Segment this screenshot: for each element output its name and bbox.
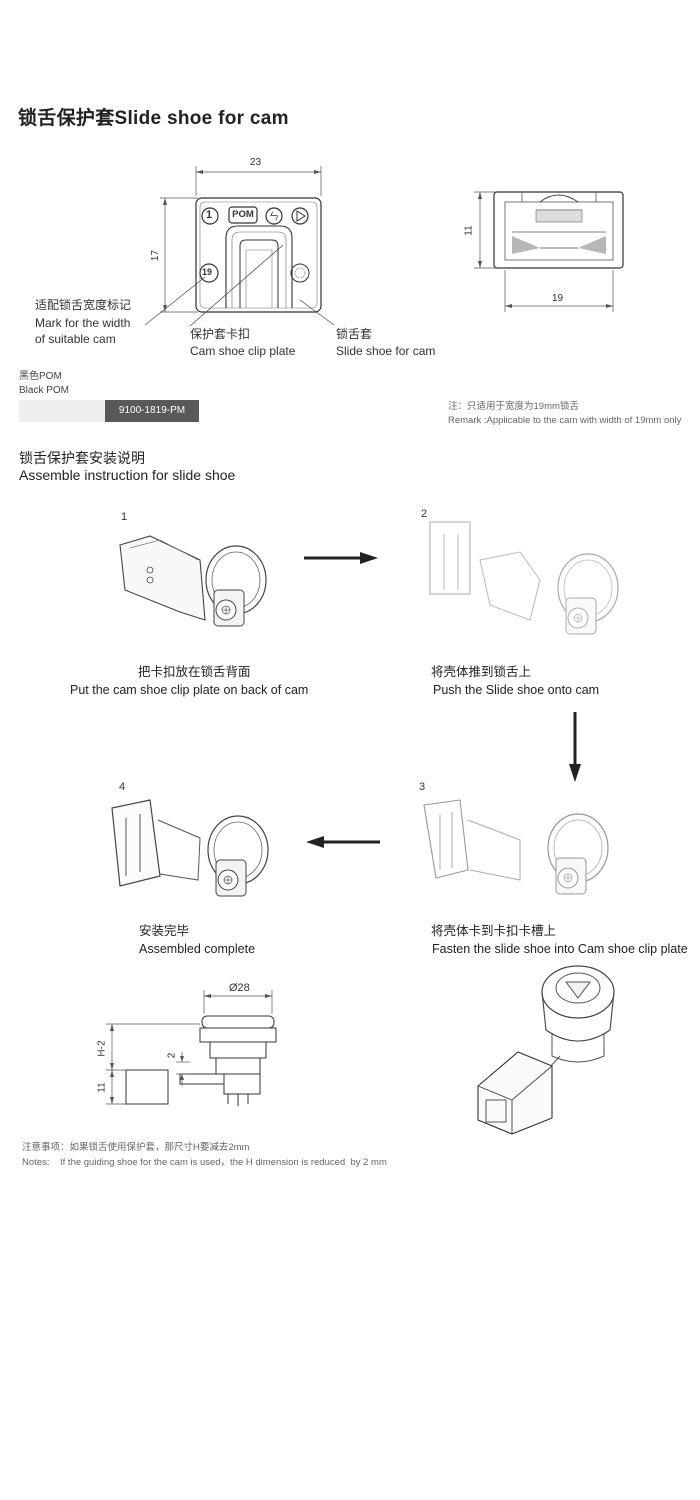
callout-clip-cn: 保护套卡扣	[190, 327, 251, 341]
step-4-caption-en: Assembled complete	[139, 942, 256, 956]
side-dim-width-19: 19	[552, 293, 564, 304]
assembly-heading-cn: 锁舌保护套安装说明	[19, 450, 145, 466]
dim-11: 11	[96, 1082, 108, 1093]
installation-drawing	[106, 990, 277, 1106]
step-1-number: 1	[121, 511, 128, 523]
callout-mark-cn: 适配锁舌宽度标记	[35, 298, 132, 312]
remark-en: Remark :Applicable to the cam with width…	[448, 415, 682, 426]
step-4-illustration	[111, 799, 269, 897]
dim-2: 2	[166, 1052, 178, 1059]
callout-shoe-cn: 锁舌套	[336, 327, 373, 341]
badge-19: 19	[202, 267, 213, 277]
step-1-caption-cn: 把卡扣放在锁舌背面	[138, 665, 251, 679]
step-3-illustration	[423, 799, 609, 895]
step-3-caption-en: Fasten the slide shoe into Cam shoe clip…	[432, 942, 688, 956]
step-3-number: 3	[419, 781, 426, 793]
dim-width-23: 23	[250, 157, 262, 168]
step-3-caption-cn: 将壳体卡到卡扣卡槽上	[431, 924, 557, 938]
page-title: 锁舌保护套Slide shoe for cam	[18, 108, 289, 129]
part-number-swatch	[19, 400, 105, 422]
callout-mark-en2: of suitable cam	[35, 332, 116, 346]
material-cn: 黑色POM	[19, 371, 62, 382]
front-view-drawing: ㄣ	[144, 166, 624, 327]
step-4-number: 4	[119, 781, 126, 793]
step-2-caption-cn: 将壳体推到锁舌上	[431, 665, 532, 679]
arrow-right	[304, 552, 378, 564]
callout-clip-en: Cam shoe clip plate	[190, 344, 296, 358]
notes-en: Notes: If the guiding shoe for the cam i…	[22, 1157, 387, 1168]
step-2-number: 2	[421, 508, 428, 520]
badge-1: 1	[206, 209, 213, 221]
step-2-caption-en: Push the Slide shoe onto cam	[433, 683, 600, 697]
arrow-left	[306, 836, 380, 848]
step-1-illustration	[119, 535, 267, 627]
part-number: 9100-1819-PM	[105, 400, 199, 422]
dim-diameter-28: Ø28	[229, 982, 250, 994]
step-4-caption-cn: 安装完毕	[139, 924, 190, 938]
part-number-bar: 9100-1819-PM	[19, 400, 199, 422]
notes-cn: 注意事项：如果锁舌使用保护套，那尺寸H要减去2mm	[22, 1142, 250, 1153]
arrow-down	[569, 712, 581, 782]
step-2-illustration	[429, 521, 619, 635]
assembly-heading-en: Assemble instruction for slide shoe	[19, 467, 236, 483]
material-en: Black POM	[19, 385, 70, 396]
svg-text:ㄣ: ㄣ	[269, 211, 279, 223]
step-1-caption-en: Put the cam shoe clip plate on back of c…	[70, 683, 309, 697]
dim-h-minus-2: H-2	[96, 1040, 108, 1057]
remark-cn: 注：只适用于宽度为19mm锁舌	[448, 401, 579, 412]
callout-mark-en1: Mark for the width	[35, 316, 131, 330]
assembled-3d-render	[477, 965, 615, 1135]
badge-pom: POM	[232, 209, 254, 220]
callout-shoe-en: Slide shoe for cam	[336, 344, 436, 358]
